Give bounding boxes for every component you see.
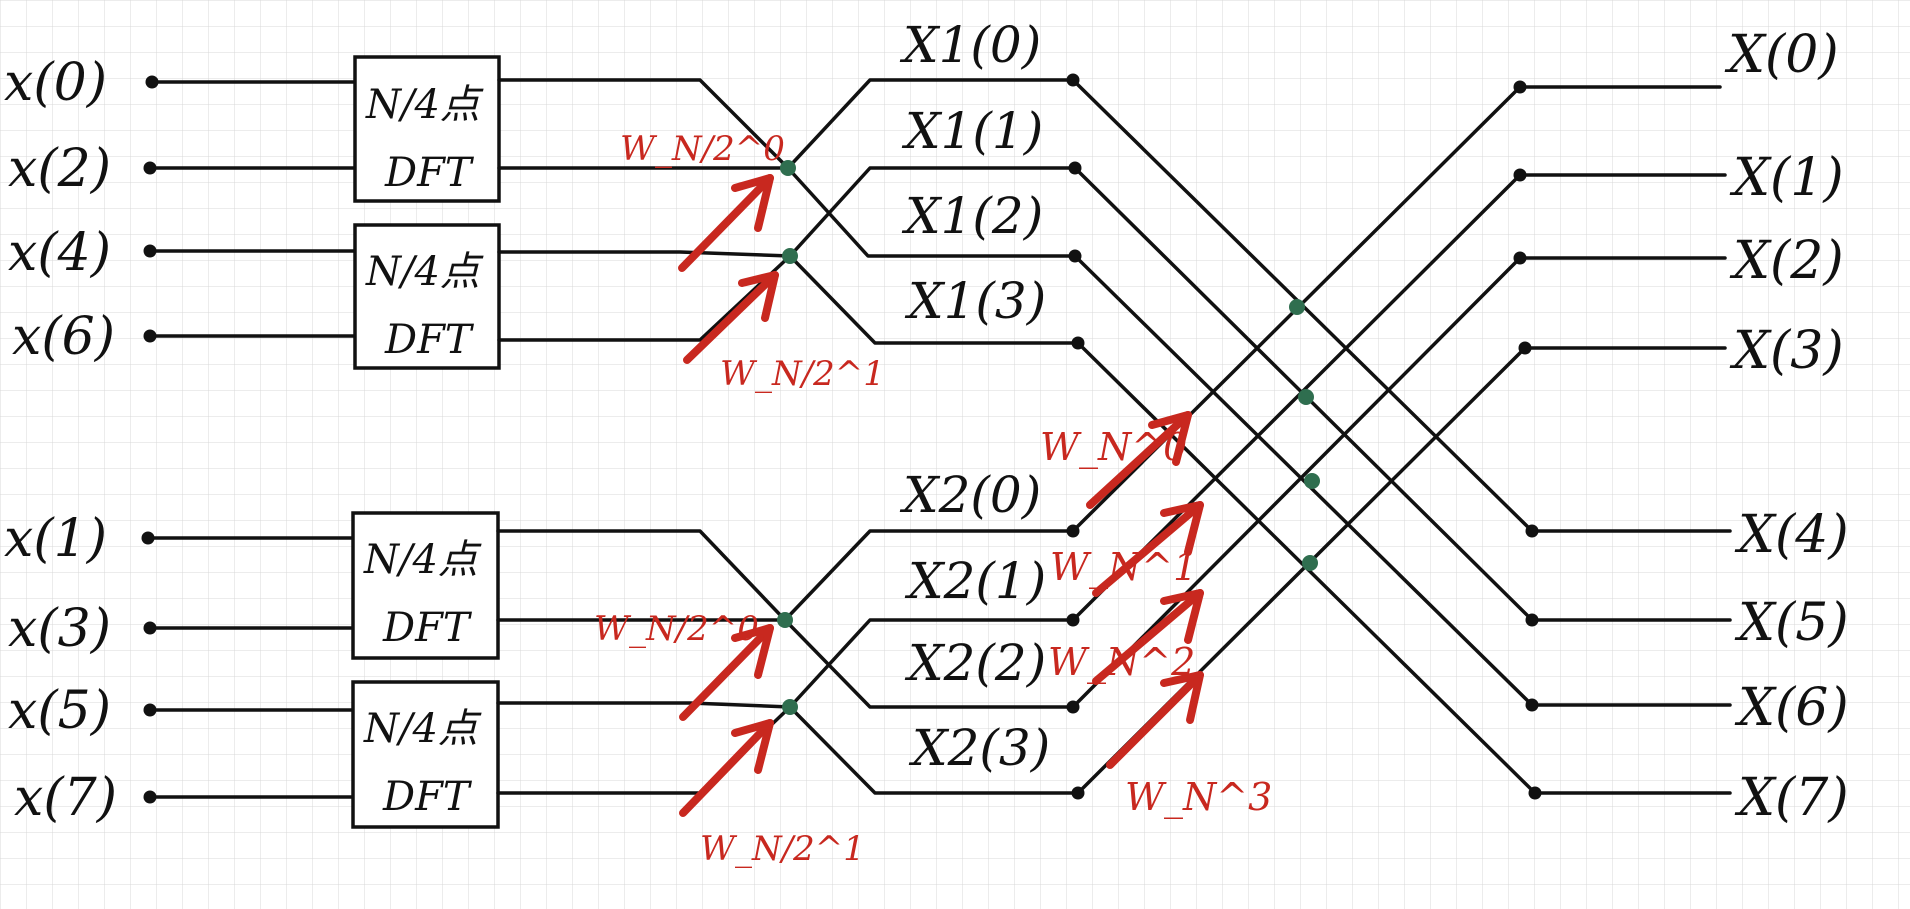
output-label: X(3) (1729, 321, 1844, 381)
twiddle-label: W_N/2^1 (700, 829, 865, 869)
dft-block-3 (351, 511, 500, 660)
bottom-half (141, 511, 1075, 829)
input-label: x(0) (4, 53, 107, 113)
dft-block-2 (353, 223, 501, 370)
twiddle-label: W_N^2 (1048, 640, 1195, 685)
butterfly-node (1302, 555, 1318, 571)
input-label: x(5) (8, 681, 111, 741)
dft-block-label-line2: DFT (384, 317, 475, 363)
twiddle-label: W_N/2^0 (620, 129, 785, 169)
dft-block-label-line1: N/4点 (365, 82, 484, 128)
x1-label: X1(3) (904, 272, 1046, 330)
top-half (143, 55, 1075, 370)
dft-block-label-line2: DFT (382, 605, 473, 651)
dft-block-label-line1: N/4点 (363, 537, 482, 583)
butterfly-node (780, 160, 796, 176)
x2-label: X2(3) (908, 719, 1050, 777)
x2-label: X2(1) (904, 552, 1046, 610)
x2-labels: X2(0) X2(1) X2(2) X2(3) (899, 466, 1050, 777)
output-label: X(5) (1734, 593, 1849, 653)
input-label: x(3) (8, 599, 111, 659)
x1-label: X1(2) (901, 187, 1043, 245)
output-labels: X(0) X(1) X(2) X(3) X(4) X(5) X(6) X(7) (1724, 25, 1849, 828)
input-label: x(6) (12, 307, 115, 367)
twiddle-label: W_N^1 (1050, 545, 1197, 590)
output-label: X(6) (1734, 678, 1849, 738)
x2-label: X2(2) (904, 634, 1046, 692)
butterfly-node (782, 248, 798, 264)
output-label: X(4) (1734, 505, 1849, 565)
twiddle-arrows (678, 174, 1204, 817)
butterfly-node (782, 699, 798, 715)
dft-block-1 (353, 55, 501, 203)
output-label: X(1) (1729, 148, 1844, 208)
output-label: X(7) (1734, 768, 1849, 828)
x1-labels: X1(0) X1(1) X1(2) X1(3) (899, 16, 1046, 330)
x1-label: X1(1) (901, 102, 1043, 160)
input-label: x(1) (4, 509, 107, 569)
dft-block-label-line2: DFT (384, 150, 475, 196)
twiddle-label: W_N/2^1 (720, 354, 885, 394)
twiddle-label: W_N^3 (1125, 775, 1272, 820)
x1-label: X1(0) (899, 16, 1041, 74)
butterfly-node (1304, 473, 1320, 489)
dft-block-label-line1: N/4点 (365, 249, 484, 295)
twiddle-label: W_N^0 (1040, 425, 1187, 470)
twiddle-label: W_N/2^0 (594, 609, 759, 649)
twiddle-labels: W_N/2^0 W_N/2^1 W_N/2^0 W_N/2^1 W_N^0 W_… (594, 129, 1272, 869)
dft-block-4 (351, 680, 500, 829)
input-labels: x(0) x(2) x(4) x(6) x(1) x(3) x(5) x(7) (4, 53, 117, 828)
input-label: x(4) (8, 223, 111, 283)
butterfly-node (777, 612, 793, 628)
input-label: x(7) (14, 768, 117, 828)
dft-block-labels: N/4点 DFT N/4点 DFT N/4点 DFT N/4点 DFT (363, 82, 484, 820)
dft-block-label-line1: N/4点 (363, 706, 482, 752)
x2-label: X2(0) (899, 466, 1041, 524)
dft-block-label-line2: DFT (382, 774, 473, 820)
input-label: x(2) (8, 139, 111, 199)
output-label: X(2) (1729, 231, 1844, 291)
butterfly-node (1298, 389, 1314, 405)
output-label: X(0) (1724, 25, 1839, 85)
butterfly-node (1289, 299, 1305, 315)
